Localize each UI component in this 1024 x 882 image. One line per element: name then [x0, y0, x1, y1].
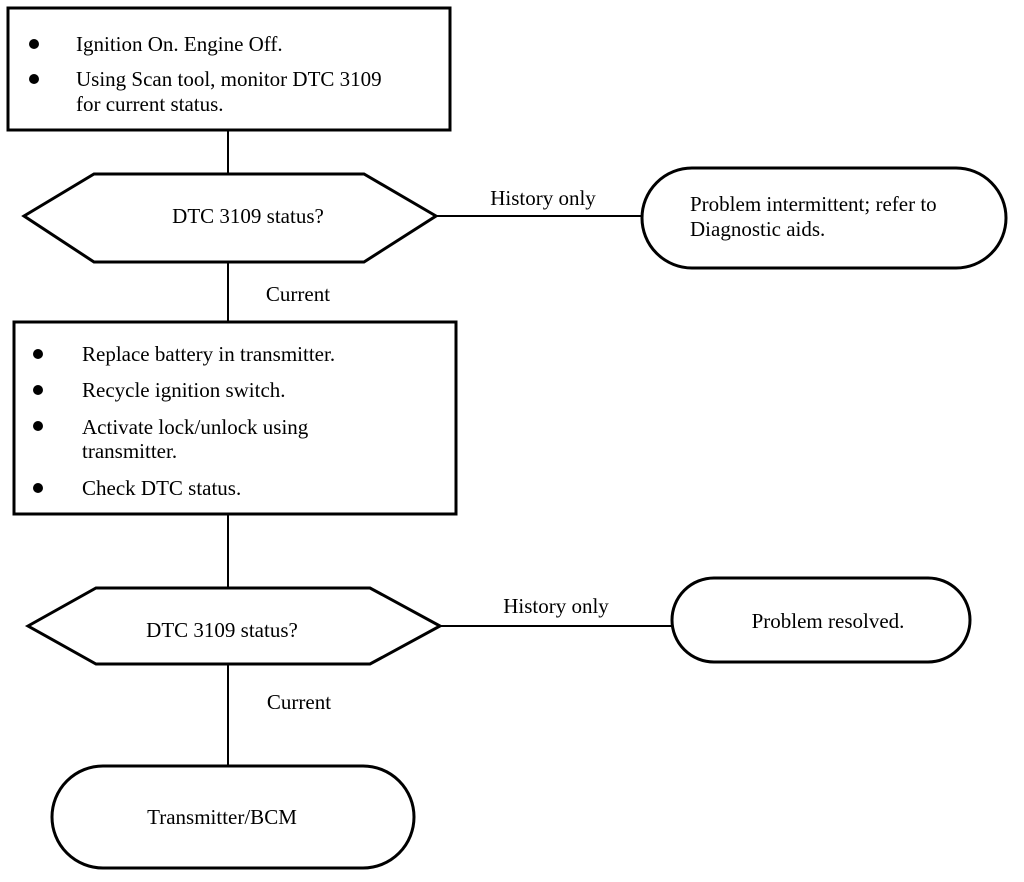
decision2-label: DTC 3109 status?: [146, 618, 298, 642]
decision1-current-label: Current: [266, 282, 330, 306]
resolved-label: Problem resolved.: [752, 609, 905, 633]
bullet-icon: [33, 385, 43, 395]
bullet-icon: [33, 483, 43, 493]
step2-box: Replace battery in transmitter. Recycle …: [12, 320, 458, 516]
step1-bullet-1-line-1: Ignition On. Engine Off.: [76, 32, 283, 56]
bullet-icon: [29, 39, 39, 49]
step1-box: Ignition On. Engine Off. Using Scan tool…: [6, 6, 452, 132]
step2-bullet-2: Recycle ignition switch.: [82, 378, 286, 402]
bullet-icon: [33, 349, 43, 359]
intermittent-line-1: Problem intermittent; refer to: [690, 192, 937, 216]
step2-bullet-3-line-2: transmitter.: [82, 439, 177, 463]
decision1-history-label: History only: [490, 186, 596, 210]
decision2-history-label: History only: [503, 594, 609, 618]
terminal-resolved: Problem resolved.: [670, 576, 972, 664]
step1-bullet-2-line-1: Using Scan tool, monitor DTC 3109: [76, 67, 382, 91]
step2-bullet-4: Check DTC status.: [82, 476, 241, 500]
decision1-hexagon: DTC 3109 status?: [21, 172, 439, 264]
decision2-hexagon: DTC 3109 status?: [24, 586, 444, 666]
decision2-current-label: Current: [267, 690, 331, 714]
bcm-label: Transmitter/BCM: [147, 805, 297, 829]
terminal-intermittent: Problem intermittent; refer to Diagnosti…: [640, 166, 1008, 270]
step1-bullet-2-line-2: for current status.: [76, 92, 224, 116]
intermittent-line-2: Diagnostic aids.: [690, 217, 825, 241]
step2-bullet-3-line-1: Activate lock/unlock using: [82, 415, 309, 439]
bullet-icon: [33, 421, 43, 431]
terminal-bcm: Transmitter/BCM: [50, 764, 416, 870]
bullet-icon: [29, 74, 39, 84]
decision1-label: DTC 3109 status?: [172, 204, 324, 228]
step2-bullet-1: Replace battery in transmitter.: [82, 342, 335, 366]
